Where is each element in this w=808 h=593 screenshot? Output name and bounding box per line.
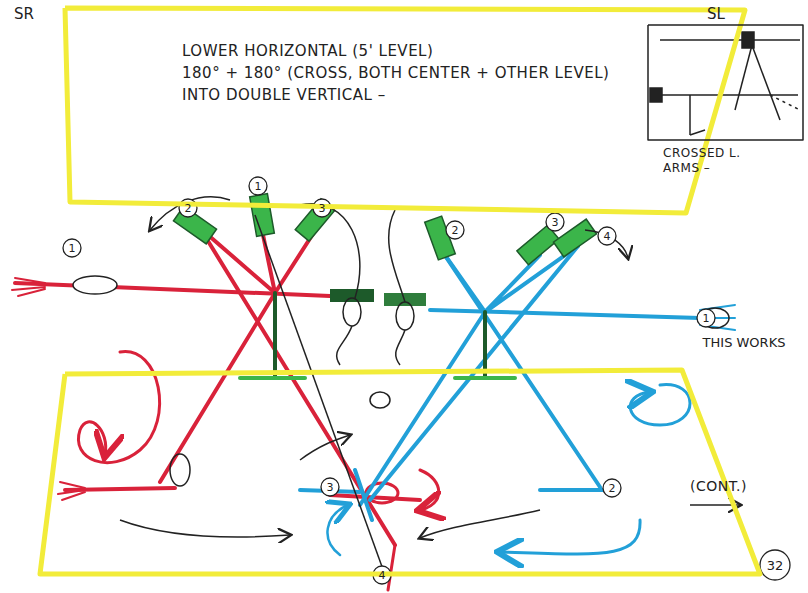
callout-number: 3 — [319, 202, 326, 215]
callout-number: 2 — [185, 202, 192, 215]
outline-path — [648, 25, 803, 140]
inset-sketch-box: CROSSED L. ARMS – — [645, 22, 805, 182]
note-text: CROSSED L. ARMS – — [663, 146, 743, 176]
callout-number: 4 — [604, 230, 611, 243]
note: THIS WORKS — [703, 335, 786, 350]
note-text: INTO DOUBLE VERTICAL – — [182, 86, 386, 105]
node-outline — [38, 366, 768, 581]
callout-number: 1 — [69, 242, 76, 255]
stage-side: SL — [707, 5, 725, 23]
floor-band: (CONT.) — [38, 366, 768, 581]
blue-arm — [300, 246, 735, 555]
page-number: 32 — [767, 558, 784, 573]
couplers — [173, 194, 596, 378]
callout-number: 1 — [255, 180, 262, 193]
callout-number: 4 — [379, 569, 386, 582]
outline-path — [40, 370, 760, 574]
note-text: 180° + 180° (CROSS, BOTH CENTER + OTHER … — [182, 64, 609, 83]
callout-number: 2 — [452, 224, 459, 237]
red-arm — [12, 226, 439, 590]
callout-number: 1 — [703, 312, 710, 325]
note-text: LOWER HORIZONTAL (5' LEVEL) — [182, 42, 433, 61]
stage-side: SR — [14, 5, 34, 23]
note-text: (CONT.) — [690, 478, 747, 496]
callout-number: 3 — [552, 216, 559, 229]
pen-marks — [73, 197, 740, 575]
outline-path — [65, 8, 745, 213]
callout-number: 2 — [609, 482, 616, 495]
callout-number: 3 — [327, 481, 334, 494]
callout-rings — [63, 177, 790, 584]
